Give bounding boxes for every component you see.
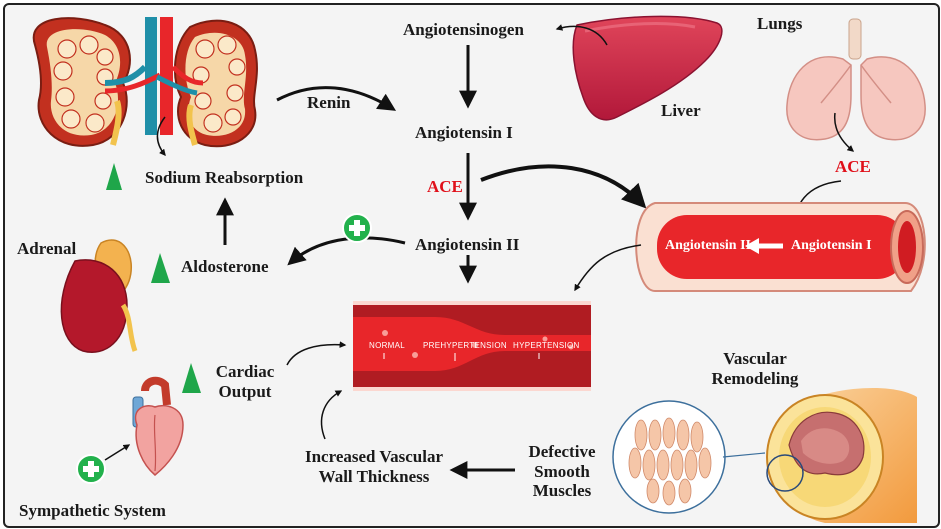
lungs-label: Lungs <box>757 14 803 33</box>
hypertension-vessel <box>353 301 591 391</box>
vascular-remodeling-line1: Vascular <box>723 349 787 368</box>
liver-illustration <box>572 15 723 121</box>
ace-center-label: ACE <box>427 177 463 196</box>
defective-line3: Muscles <box>532 481 592 501</box>
angiotensinogen-label: Angiotensinogen <box>403 20 524 39</box>
kidney-illustration <box>32 17 258 148</box>
liver-label: Liver <box>661 101 701 120</box>
heart-illustration <box>132 376 184 476</box>
green-up-triangle-icon <box>106 163 122 190</box>
bp-prehypertension-label: PREHYPERTENSION <box>423 341 507 350</box>
vascular-remodeling-line2: Remodeling <box>711 368 799 388</box>
sympathetic-system-label: Sympathetic System <box>19 501 166 520</box>
blood-vessel-conversion <box>635 202 926 292</box>
vessel-angiotensin-ii-label: Angiotensin II <box>665 238 751 253</box>
smooth-muscle-illustration <box>612 400 766 514</box>
cardiac-output-label: Cardiac Output <box>215 362 275 401</box>
defective-line1: Defective <box>528 442 596 461</box>
plus-circle-icon <box>76 454 106 484</box>
cardiac-output-line1: Cardiac <box>215 362 275 381</box>
vessel-angiotensin-i-label: Angiotensin I <box>791 238 872 253</box>
diagram-frame: Angiotensinogen Liver Lungs Renin Angiot… <box>3 3 940 528</box>
angiotensin-i-label: Angiotensin I <box>415 123 513 142</box>
angiotensin-ii-label: Angiotensin II <box>415 235 520 254</box>
plus-circle-icon <box>342 213 372 243</box>
defective-smooth-muscles-label: Defective Smooth Muscles <box>517 442 607 501</box>
cardiac-output-line2: Output <box>218 381 272 401</box>
defective-line2: Smooth <box>534 461 590 481</box>
vascular-remodeling-label: Vascular Remodeling <box>703 349 807 388</box>
ace-lungs-label: ACE <box>835 157 871 176</box>
increased-wall-thickness-label: Increased Vascular Wall Thickness <box>291 447 457 486</box>
bp-hypertension-label: HYPERTENSION <box>513 341 580 350</box>
renin-label: Renin <box>307 93 351 112</box>
bp-normal-label: NORMAL <box>369 341 406 350</box>
sodium-reabsorption-label: Sodium Reabsorption <box>145 168 304 187</box>
increased-wall-line1: Increased Vascular <box>304 447 444 466</box>
adrenal-kidney-illustration <box>60 239 138 353</box>
diagram-canvas <box>32 15 926 523</box>
green-up-triangle-icon <box>182 363 201 393</box>
lungs-illustration <box>786 18 926 141</box>
adrenal-label: Adrenal <box>17 239 77 258</box>
green-up-triangle-icon <box>151 253 170 283</box>
vascular-remodeling-illustration <box>766 387 917 523</box>
increased-wall-line2: Wall Thickness <box>318 466 430 486</box>
aldosterone-label: Aldosterone <box>181 257 269 276</box>
